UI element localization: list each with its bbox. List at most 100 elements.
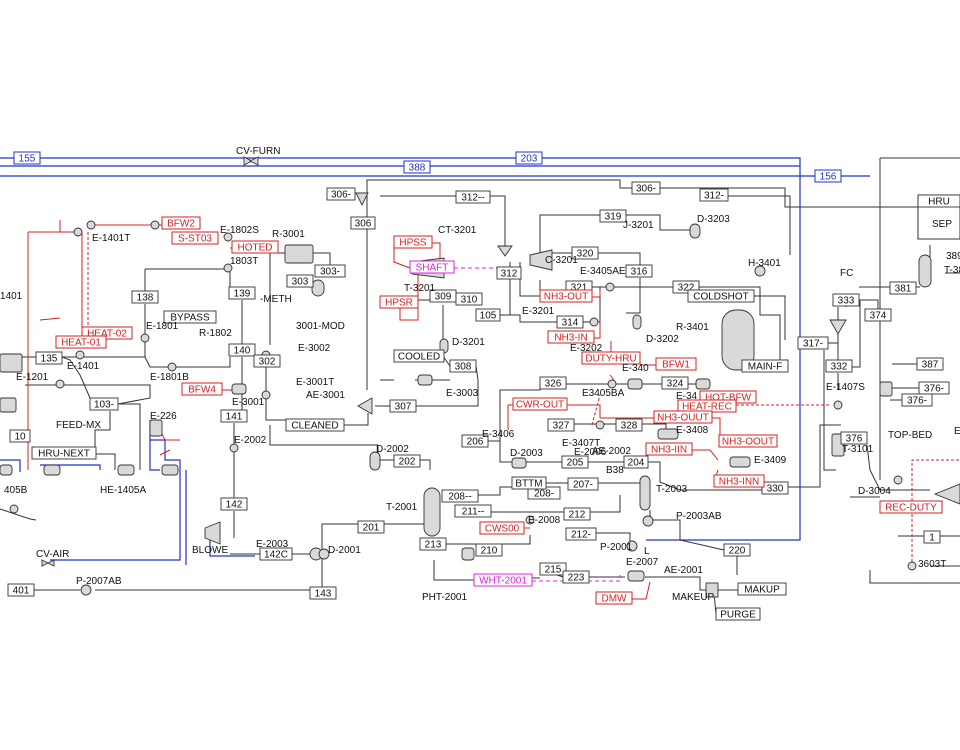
stream-tag[interactable]: 139: [228, 286, 256, 300]
equipment-label: T-2001: [386, 502, 418, 513]
stream-tag[interactable]: 332: [825, 359, 853, 373]
stream-tag-box: [314, 264, 346, 278]
stream-tag[interactable]: BFW1: [655, 357, 697, 371]
stream-tag[interactable]: 210: [475, 543, 503, 557]
stream-tag[interactable]: PURGE: [715, 607, 761, 621]
stream-tag-label: 307: [395, 402, 412, 413]
stream-tag[interactable]: DUTY-HRU: [581, 351, 641, 365]
stream-tag[interactable]: SHAFT: [409, 260, 455, 274]
stream-tag[interactable]: 302: [253, 354, 281, 368]
stream-tag[interactable]: 381: [889, 281, 917, 295]
stream-tag[interactable]: 303-: [314, 264, 346, 278]
stream-tag[interactable]: REC-DUTY: [879, 500, 943, 514]
stream-tag[interactable]: 220: [723, 543, 751, 557]
stream-tag[interactable]: 206: [461, 434, 489, 448]
stream-tag-label: HEAT-REC: [682, 402, 732, 413]
stream-tag[interactable]: 203: [515, 151, 543, 165]
stream-tag[interactable]: 312--: [455, 190, 491, 204]
stream-tag[interactable]: NH3-OOUT: [718, 434, 778, 448]
stream-tag[interactable]: 312-: [699, 188, 729, 202]
stream-tag[interactable]: 212-: [565, 527, 597, 541]
stream-tag[interactable]: 212: [563, 507, 591, 521]
stream-tag[interactable]: 319: [599, 209, 627, 223]
stream-tag[interactable]: NH3-OUUT: [653, 410, 713, 424]
stream-tag[interactable]: 103-: [89, 397, 119, 411]
stream-tag-box: [653, 410, 713, 424]
stream-tag[interactable]: 202: [393, 454, 421, 468]
stream-tag[interactable]: BFW2: [161, 216, 201, 230]
stream-tag[interactable]: DMW: [595, 591, 633, 605]
stream-tag[interactable]: HRU: [917, 194, 960, 208]
stream-tag[interactable]: 141: [220, 409, 248, 423]
stream-tag[interactable]: 208--: [441, 489, 479, 503]
stream-tag[interactable]: WHT-2001: [473, 573, 533, 587]
stream-tag[interactable]: 376: [840, 431, 868, 445]
stream-tag-box: [563, 507, 591, 521]
stream-tag[interactable]: 155: [13, 151, 41, 165]
stream-tag[interactable]: 1: [923, 530, 941, 544]
stream-tag[interactable]: 215: [539, 562, 567, 576]
stream-tag[interactable]: NH3-OUT: [539, 289, 593, 303]
stream-tag[interactable]: 333: [832, 293, 860, 307]
stream-tag[interactable]: CLEANED: [285, 418, 345, 432]
stream-tag[interactable]: 138: [131, 290, 159, 304]
stream-tag[interactable]: BFW4: [181, 382, 223, 396]
stream-tag[interactable]: 143: [309, 586, 337, 600]
stream-tag[interactable]: 312: [496, 266, 522, 280]
stream-tag[interactable]: 135: [35, 351, 63, 365]
stream-tag[interactable]: 316: [625, 264, 653, 278]
stream-tag[interactable]: 140: [228, 343, 256, 357]
stream-tag[interactable]: COOLED: [393, 349, 445, 363]
stream-tag[interactable]: HOTED: [231, 240, 279, 254]
stream-tag[interactable]: 326: [539, 376, 567, 390]
stream-tag[interactable]: 401: [7, 583, 35, 597]
stream-tag[interactable]: 374: [864, 308, 892, 322]
stream-tag[interactable]: MAKUP: [737, 582, 787, 596]
stream-tag[interactable]: HPSS: [393, 235, 433, 249]
stream-tag[interactable]: 376-: [918, 381, 950, 395]
stream-tag[interactable]: 211--: [454, 504, 492, 518]
stream-tag[interactable]: 10: [9, 429, 31, 443]
stream-tag[interactable]: 328: [615, 418, 643, 432]
stream-tag[interactable]: NH3-IIN: [645, 442, 693, 456]
stream-tag[interactable]: 307: [389, 399, 417, 413]
stream-tag[interactable]: 303: [286, 274, 314, 288]
stream-tag[interactable]: 156: [814, 169, 842, 183]
stream-tag[interactable]: BYPASS: [163, 310, 217, 324]
stream-tag[interactable]: 306-: [631, 181, 661, 195]
stream-tag[interactable]: 314: [556, 315, 584, 329]
stream-tag[interactable]: S-ST03: [171, 231, 219, 245]
stream-tag[interactable]: 204: [623, 455, 649, 469]
stream-tag[interactable]: 388: [403, 160, 431, 174]
stream-tag[interactable]: HEAT-01: [55, 335, 107, 349]
stream-tag[interactable]: NH3-IN: [547, 330, 595, 344]
stream-tag[interactable]: 105: [475, 308, 501, 322]
stream-tag[interactable]: 308: [449, 359, 477, 373]
stream-tag[interactable]: 320: [571, 246, 599, 260]
stream-tag[interactable]: HRU-NEXT: [31, 446, 97, 460]
stream-tag-label: 212-: [571, 530, 591, 541]
stream-tag[interactable]: 142: [220, 497, 248, 511]
stream-tag[interactable]: 223: [562, 570, 590, 584]
stream-tag[interactable]: CWS00: [479, 521, 525, 535]
stream-tag[interactable]: COLDSHOT: [687, 289, 755, 303]
stream-tag[interactable]: BTTM: [511, 476, 547, 490]
stream-tag[interactable]: 201: [357, 520, 385, 534]
stream-tag[interactable]: NH3-INN: [713, 474, 765, 488]
stream-tag[interactable]: HPSR: [379, 295, 419, 309]
stream-tag[interactable]: 317-: [797, 336, 829, 350]
stream-tag[interactable]: 207-: [567, 477, 599, 491]
stream-tag[interactable]: 306: [350, 216, 376, 230]
stream-tag[interactable]: 327: [547, 418, 575, 432]
stream-tag[interactable]: 205: [561, 455, 589, 469]
stream-tag[interactable]: 142C: [259, 547, 293, 561]
stream-tag[interactable]: 306-: [326, 187, 356, 201]
stream-tag[interactable]: 387: [916, 357, 944, 371]
stream-tag[interactable]: 310: [455, 292, 483, 306]
stream-tag[interactable]: 213: [419, 537, 447, 551]
stream-tag[interactable]: 324: [661, 376, 689, 390]
stream-tag[interactable]: CWR-OUT: [512, 397, 568, 411]
stream-tag[interactable]: 376-: [901, 393, 933, 407]
stream-tag[interactable]: MAIN-F: [741, 359, 789, 373]
stream-tag[interactable]: 330: [761, 481, 789, 495]
